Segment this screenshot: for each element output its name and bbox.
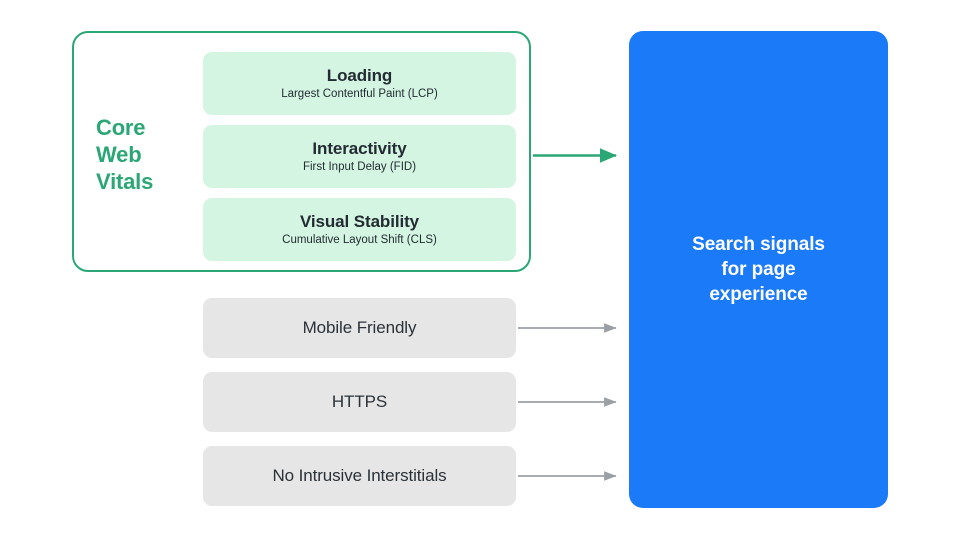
metric-subtitle: Largest Contentful Paint (LCP) xyxy=(281,88,438,100)
metric-title: Visual Stability xyxy=(299,212,420,231)
core-web-vitals-label-line-3: Vitals xyxy=(96,169,154,194)
search-signals-panel[interactable]: Search signals for page experience xyxy=(629,31,888,508)
signal-card-no-intrusive-interstitials[interactable]: No Intrusive Interstitials xyxy=(203,446,516,506)
signal-label: No Intrusive Interstitials xyxy=(272,466,447,485)
metric-card-loading[interactable]: Loading Largest Contentful Paint (LCP) xyxy=(203,52,516,115)
metric-title: Interactivity xyxy=(312,139,407,158)
metric-subtitle: Cumulative Layout Shift (CLS) xyxy=(282,234,437,246)
core-web-vitals-group-label: Core Web Vitals xyxy=(96,114,196,195)
search-signals-panel-label: Search signals for page experience xyxy=(692,234,825,305)
signal-label: Mobile Friendly xyxy=(302,318,417,337)
signal-card-https[interactable]: HTTPS xyxy=(203,372,516,432)
metric-title: Loading xyxy=(326,66,393,85)
core-web-vitals-label-line-1: Core xyxy=(96,115,146,140)
core-web-vitals-label-line-2: Web xyxy=(96,142,142,167)
signal-card-mobile-friendly[interactable]: Mobile Friendly xyxy=(203,298,516,358)
signal-label: HTTPS xyxy=(331,392,388,411)
metric-card-visual-stability[interactable]: Visual Stability Cumulative Layout Shift… xyxy=(203,198,516,261)
metric-card-interactivity[interactable]: Interactivity First Input Delay (FID) xyxy=(203,125,516,188)
metric-subtitle: First Input Delay (FID) xyxy=(302,161,417,173)
